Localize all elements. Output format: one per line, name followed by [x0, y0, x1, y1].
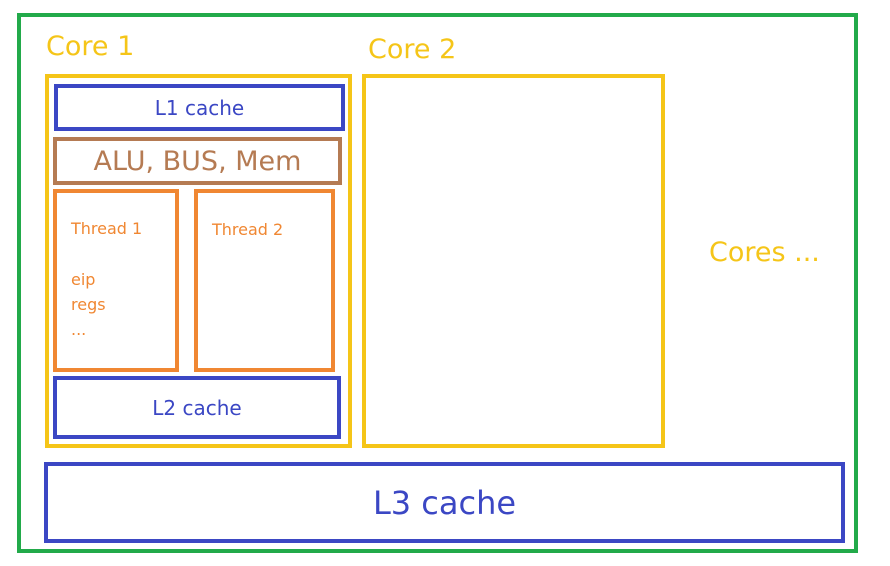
- thread-1-box: [53, 189, 179, 372]
- l3-cache-label: L3 cache: [372, 483, 517, 522]
- shared-units-label: ALU, BUS, Mem: [93, 145, 302, 177]
- thread-2-title: Thread 2: [212, 220, 284, 239]
- more-cores-label: Cores ...: [709, 237, 820, 268]
- l2-cache-label: L2 cache: [152, 395, 242, 420]
- thread-1-line: ...: [71, 320, 87, 339]
- l1-cache-box: L1 cache: [54, 84, 345, 131]
- core-2-box: [362, 74, 665, 448]
- l2-cache-box: L2 cache: [53, 376, 341, 439]
- core-1-box: [45, 74, 352, 448]
- thread-1-title: Thread 1: [71, 219, 143, 238]
- thread-2-box: [194, 189, 335, 372]
- core-2-label: Core 2: [368, 34, 457, 65]
- l1-cache-label: L1 cache: [154, 95, 245, 120]
- processor-box: [17, 13, 858, 553]
- thread-1-line: eip: [71, 270, 96, 289]
- l3-cache-box: L3 cache: [44, 462, 845, 543]
- shared-units-box: ALU, BUS, Mem: [53, 137, 342, 185]
- thread-1-line: regs: [71, 295, 106, 314]
- core-1-label: Core 1: [46, 31, 135, 62]
